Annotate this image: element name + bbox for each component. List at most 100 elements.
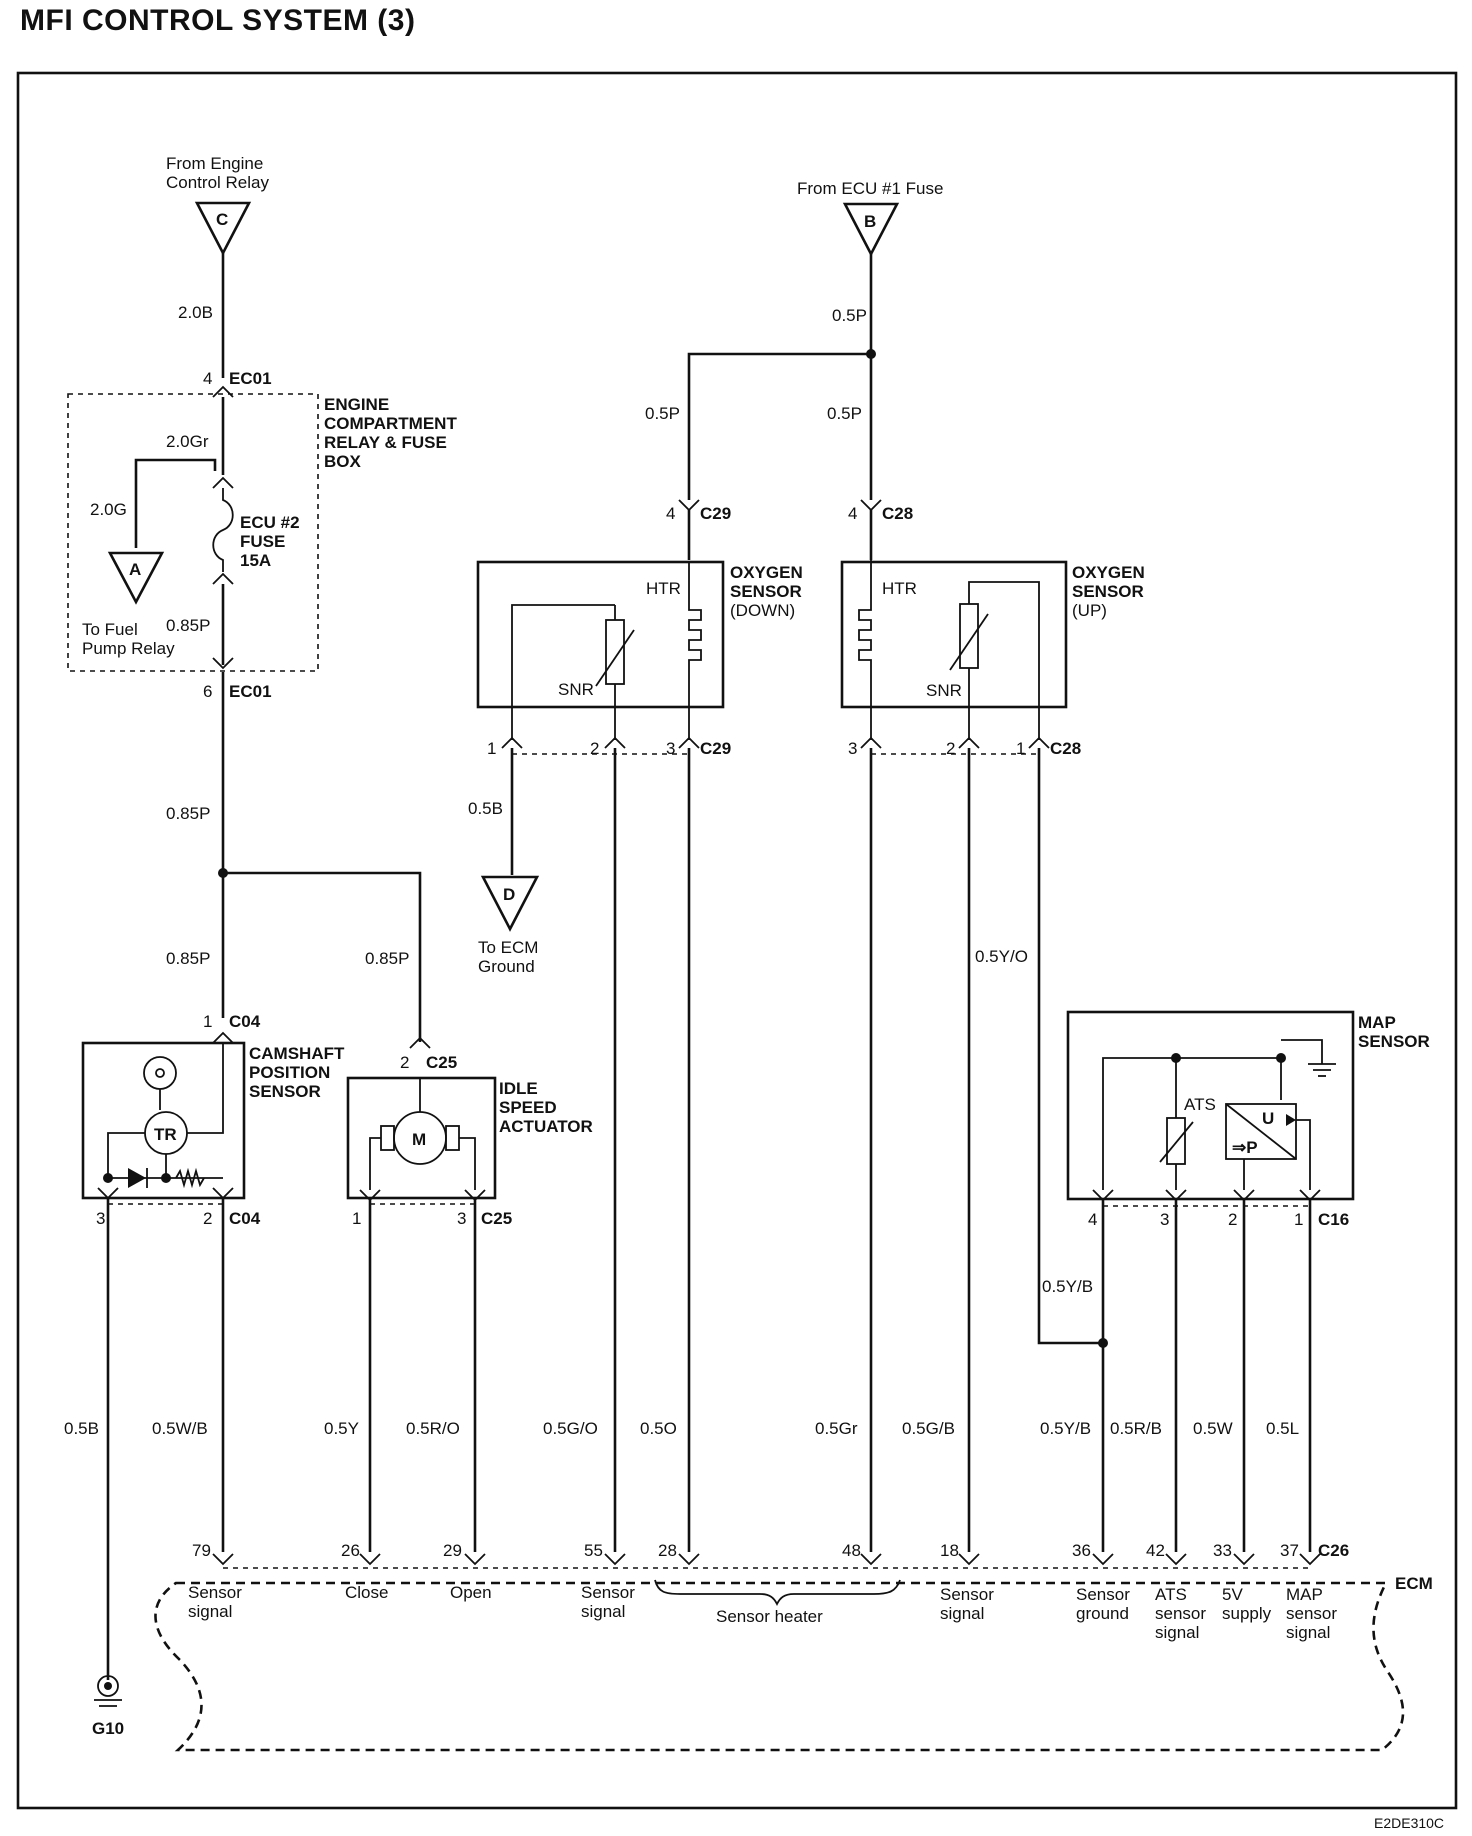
relay-box-label-1: ENGINE [324, 395, 389, 414]
wire-label-0-5b-a: 0.5B [468, 799, 503, 818]
o2-up-label-2: SENSOR [1072, 582, 1144, 601]
wire-label-0-5y-b-b: 0.5Y/B [1040, 1419, 1091, 1438]
connector-c16: C16 [1318, 1210, 1349, 1229]
connector-a-letter: A [129, 560, 141, 579]
connector-ec01-bottom: EC01 [229, 682, 272, 701]
connector-c29-bottom: C29 [700, 739, 731, 758]
ground-g10-label: G10 [92, 1719, 124, 1738]
diode-icon [128, 1168, 148, 1188]
camshaft-label-2: POSITION [249, 1063, 330, 1082]
pin-c29-3: 3 [666, 739, 675, 758]
ecm-term-map-3: signal [1286, 1623, 1330, 1642]
source-ecu-fuse-label: From ECU #1 Fuse [797, 179, 943, 198]
ground-symbol-map-icon [1281, 1039, 1336, 1077]
pin-c28-1: 1 [1016, 739, 1025, 758]
oxygen-sensor-up-box [840, 560, 1068, 709]
fuel-pump-line1: To Fuel [82, 620, 138, 639]
camshaft-label-1: CAMSHAFT [249, 1044, 345, 1063]
pin-c28-3: 3 [848, 739, 857, 758]
ecm-pin-33: 33 [1213, 1541, 1232, 1560]
ecm-term-cam-signal-1: Sensor [188, 1583, 242, 1602]
idle-label-1: IDLE [499, 1079, 538, 1098]
connector-c25-bottom: C25 [481, 1209, 512, 1228]
ats-thermistor-icon [1166, 1117, 1186, 1165]
ecm-term-open: Open [450, 1583, 492, 1602]
wire-label-0-5p-a: 0.5P [832, 306, 867, 325]
wire-label-0-5b-b: 0.5B [64, 1419, 99, 1438]
fuel-pump-line2: Pump Relay [82, 639, 175, 658]
ecm-term-o2d-signal-1: Sensor [581, 1583, 635, 1602]
connector-c28-top: C28 [882, 504, 913, 523]
ecm-term-o2u-signal-2: signal [940, 1604, 984, 1623]
ecm-term-cam-signal-2: signal [188, 1602, 232, 1621]
wire-label-0-5p-b: 0.5P [645, 404, 680, 423]
hall-element-icon [143, 1056, 177, 1090]
o2-up-label-3: (UP) [1072, 601, 1107, 620]
pin-c29-1: 1 [487, 739, 496, 758]
pin-c04-2: 2 [203, 1209, 212, 1228]
sensor-element-up-icon [959, 603, 979, 669]
pressure-transducer-icon [1225, 1103, 1297, 1160]
ecm-term-ats-2: sensor [1155, 1604, 1206, 1623]
wire-label-2-0g: 2.0G [90, 500, 127, 519]
fuse-label-3: 15A [240, 551, 271, 570]
heater-coil-down-icon [688, 562, 702, 740]
pin-c04-1: 1 [203, 1012, 212, 1031]
connector-b-triangle [842, 202, 900, 257]
wire-label-0-5g-o: 0.5G/O [543, 1419, 598, 1438]
pin-c28-2: 2 [946, 739, 955, 758]
ecu-2-fuse-symbol [212, 488, 234, 572]
ecm-pin-26: 26 [341, 1541, 360, 1560]
u-label: U [1262, 1109, 1274, 1128]
wire-label-0-85p-d: 0.85P [365, 949, 409, 968]
connector-b-letter: B [864, 212, 876, 231]
o2-down-label-3: (DOWN) [730, 601, 795, 620]
ecm-pin-36: 36 [1072, 1541, 1091, 1560]
pin-c16-4: 4 [1088, 1210, 1097, 1229]
pin-c25-1: 1 [352, 1209, 361, 1228]
source-engine-relay-line2: Control Relay [166, 173, 269, 192]
relay-box-label-4: BOX [324, 452, 362, 471]
ecm-pin-55: 55 [584, 1541, 603, 1560]
map-label-2: SENSOR [1358, 1032, 1430, 1051]
ecm-term-ats-3: signal [1155, 1623, 1199, 1642]
wire-label-0-5y-o: 0.5Y/O [975, 947, 1028, 966]
ats-label: ATS [1184, 1095, 1216, 1114]
map-sensor-box [1066, 1010, 1355, 1201]
ecm-term-5v-1: 5V [1222, 1585, 1243, 1604]
ecm-term-sensor-heater: Sensor heater [716, 1607, 823, 1626]
idle-actuator-box [346, 1076, 497, 1200]
snr-label-down: SNR [558, 680, 594, 699]
wire-label-0-5gr: 0.5Gr [815, 1419, 858, 1438]
map-label-1: MAP [1358, 1013, 1396, 1032]
connector-c-triangle [194, 201, 252, 256]
pin-ec01-6: 6 [203, 682, 212, 701]
ecm-term-o2u-signal-1: Sensor [940, 1585, 994, 1604]
ecm-pin-79: 79 [192, 1541, 211, 1560]
camshaft-sensor-box [81, 1041, 246, 1200]
pin-c25-2: 2 [400, 1053, 409, 1072]
sensor-element-down-icon [605, 619, 625, 685]
wire-label-0-5o: 0.5O [640, 1419, 677, 1438]
wire-label-0-85p-a: 0.85P [166, 616, 210, 635]
motor-label: M [412, 1130, 426, 1149]
connector-c28-bottom: C28 [1050, 739, 1081, 758]
snr-label-up: SNR [926, 681, 962, 700]
ecm-pin-29: 29 [443, 1541, 462, 1560]
wire-label-2-0b: 2.0B [178, 303, 213, 322]
sensor-heater-brace [654, 1579, 901, 1607]
connector-c29-top: C29 [700, 504, 731, 523]
pin-c16-1: 1 [1294, 1210, 1303, 1229]
ecm-term-map-2: sensor [1286, 1604, 1337, 1623]
ecm-ground-line2: Ground [478, 957, 535, 976]
wire-label-0-5r-o: 0.5R/O [406, 1419, 460, 1438]
ecm-term-map-1: MAP [1286, 1585, 1323, 1604]
htr-label-up: HTR [882, 579, 917, 598]
pin-c28-4-top: 4 [848, 504, 857, 523]
connector-a-triangle [107, 551, 165, 605]
wire-label-2-0gr: 2.0Gr [166, 432, 209, 451]
fuse-label-2: FUSE [240, 532, 285, 551]
ecm-outline [154, 1581, 1405, 1752]
ecm-term-sensor-ground-2: ground [1076, 1604, 1129, 1623]
